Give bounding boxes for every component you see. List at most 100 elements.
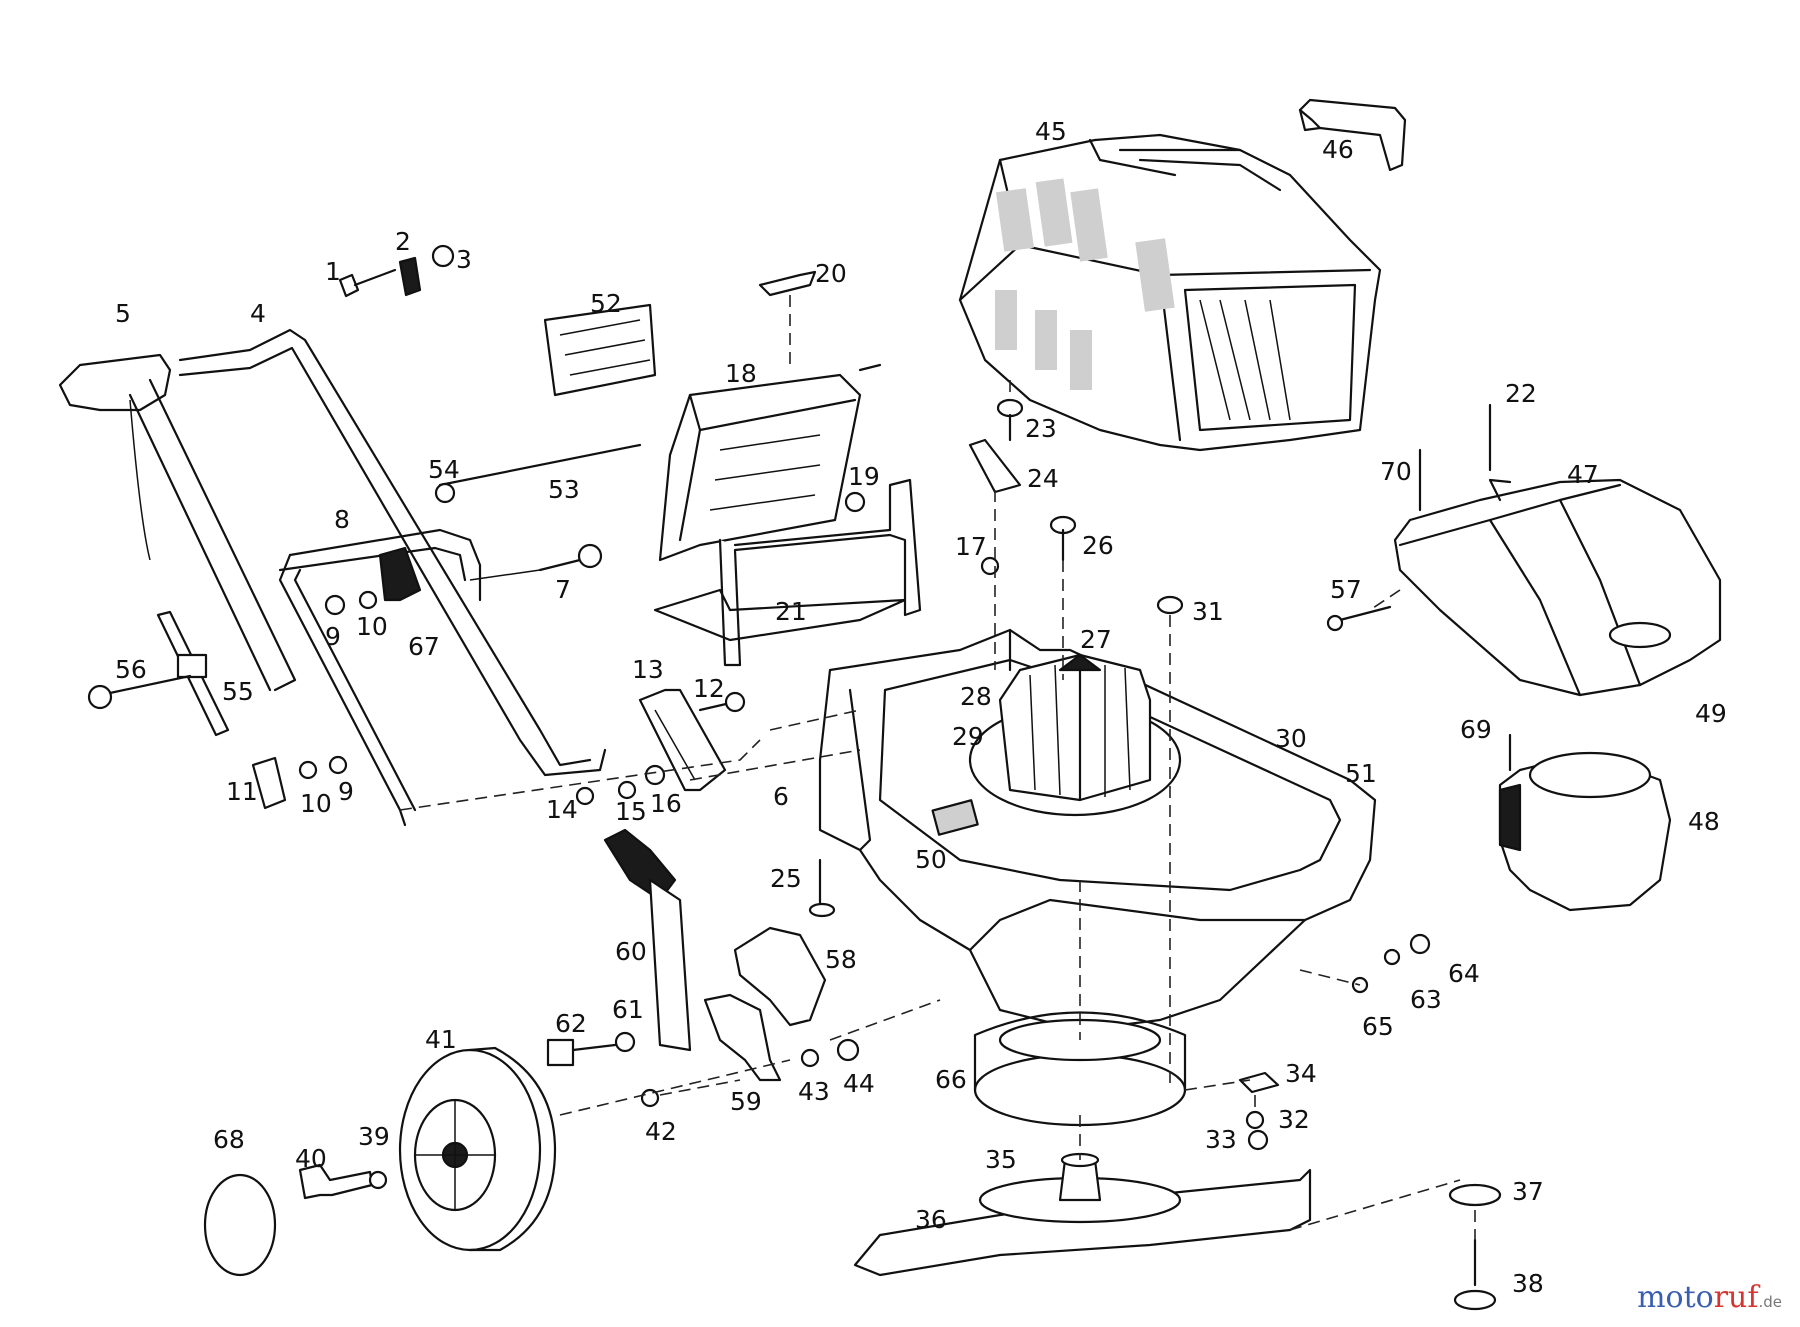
label-46: 46	[1322, 135, 1354, 164]
label-49: 49	[1695, 699, 1727, 728]
clip-part-11	[251, 756, 287, 810]
label-63: 63	[1410, 985, 1442, 1014]
nuts-parts-32-33-34	[1238, 1071, 1280, 1151]
logo-suffix: .de	[1758, 1293, 1782, 1311]
screws-parts-23-24-26-31-17	[968, 398, 1184, 615]
label-31: 31	[1192, 597, 1224, 626]
label-47: 47	[1567, 460, 1599, 489]
motor-part-28	[968, 653, 1182, 817]
rear-cover-part-47	[1393, 478, 1722, 697]
washers-parts-42-43-44	[640, 1038, 860, 1108]
upper-handle-part-4	[178, 328, 607, 777]
logo-part-1: moto	[1637, 1280, 1714, 1315]
label-16: 16	[650, 789, 682, 818]
label-28: 28	[960, 682, 992, 711]
label-17: 17	[955, 532, 987, 561]
screw-part-25	[808, 858, 836, 918]
label-35: 35	[985, 1145, 1017, 1174]
label-39: 39	[358, 1122, 390, 1151]
label-69: 69	[1460, 715, 1492, 744]
wheel-part-41	[398, 1046, 557, 1252]
label-53: 53	[548, 475, 580, 504]
label-14: 14	[546, 795, 578, 824]
sticker-part-52	[543, 303, 657, 397]
label-29: 29	[952, 722, 984, 751]
cable-clip-part-67	[378, 546, 422, 602]
label-9a: 9	[325, 622, 341, 651]
label-10a: 10	[356, 612, 388, 641]
label-33: 33	[1205, 1125, 1237, 1154]
height-adjuster-parts-55-56	[87, 610, 230, 737]
label-26: 26	[1082, 531, 1114, 560]
handle-grip-part-5	[58, 353, 297, 692]
label-66: 66	[935, 1065, 967, 1094]
axle-bolt-part-40	[298, 1163, 388, 1200]
grass-catcher-part-45	[958, 133, 1382, 452]
screw-part-57	[1326, 605, 1392, 632]
label-1: 1	[325, 257, 341, 286]
label-25: 25	[770, 864, 802, 893]
logo-part-2: ruf	[1713, 1280, 1759, 1315]
label-34: 34	[1285, 1059, 1317, 1088]
label-27: 27	[1080, 625, 1112, 654]
label-5: 5	[115, 299, 131, 328]
label-30: 30	[1275, 724, 1307, 753]
plate-part-58	[733, 926, 827, 1027]
label-9b: 9	[338, 777, 354, 806]
label-4: 4	[250, 299, 266, 328]
label-52: 52	[590, 289, 622, 318]
label-62: 62	[555, 1009, 587, 1038]
label-12: 12	[693, 674, 725, 703]
label-3: 3	[456, 245, 472, 274]
assembly-guide-lines	[399, 380, 1476, 1240]
label-40: 40	[295, 1144, 327, 1173]
label-18: 18	[725, 359, 757, 388]
label-45: 45	[1035, 117, 1067, 146]
label-11: 11	[226, 777, 258, 806]
label-8: 8	[334, 505, 350, 534]
label-68: 68	[213, 1125, 245, 1154]
label-59: 59	[730, 1087, 762, 1116]
label-65: 65	[1362, 1012, 1394, 1041]
label-50: 50	[915, 845, 947, 874]
label-61: 61	[612, 995, 644, 1024]
motoruf-logo: motoruf.de	[1637, 1280, 1782, 1315]
label-64: 64	[1448, 959, 1480, 988]
plate-part-59	[703, 993, 782, 1082]
label-10b: 10	[300, 789, 332, 818]
label-36: 36	[915, 1205, 947, 1234]
nuts-parts-63-64-65	[1351, 933, 1431, 994]
label-41: 41	[425, 1025, 457, 1054]
screw-part-19	[844, 491, 866, 513]
label-57: 57	[1330, 575, 1362, 604]
lower-handle-part-8	[278, 528, 482, 827]
label-7: 7	[555, 575, 571, 604]
bracket-part-21	[653, 478, 922, 667]
label-38: 38	[1512, 1269, 1544, 1298]
label-51: 51	[1345, 759, 1377, 788]
label-37: 37	[1512, 1177, 1544, 1206]
screw-parts-1-2-3	[338, 244, 455, 298]
label-13: 13	[632, 655, 664, 684]
label-2: 2	[395, 227, 411, 256]
label-56: 56	[115, 655, 147, 684]
label-21: 21	[775, 597, 807, 626]
label-32: 32	[1278, 1105, 1310, 1134]
catcher-handle-part-46	[1298, 98, 1407, 172]
label-15: 15	[615, 797, 647, 826]
label-48: 48	[1688, 807, 1720, 836]
label-43: 43	[798, 1077, 830, 1106]
nut-parts-14-15-16	[575, 764, 666, 806]
label-22: 22	[1505, 379, 1537, 408]
part-labels: 1 2 3 4 5 6 7 8 9 9 10 10 11 12 13 14 15…	[115, 117, 1727, 1298]
washer-parts-9-10	[298, 590, 378, 780]
label-42: 42	[645, 1117, 677, 1146]
handle-bracket-part-60	[603, 828, 692, 1052]
label-55: 55	[222, 677, 254, 706]
fan-ring-part-66	[973, 1011, 1187, 1127]
rod-part-53	[434, 443, 642, 504]
bolt-parts-37-38	[1448, 1183, 1502, 1311]
bolt-part-62	[546, 1031, 636, 1067]
